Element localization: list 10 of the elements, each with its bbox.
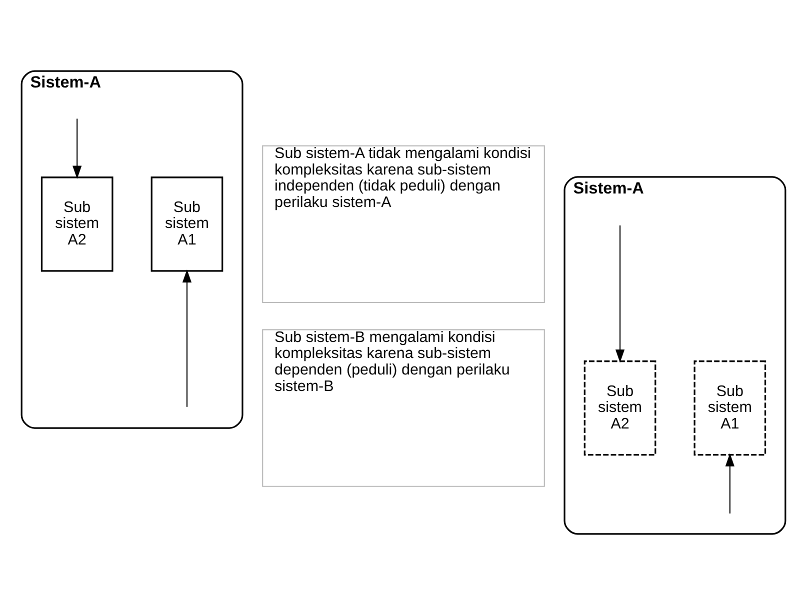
node-box: Sub sistem-A tidak mengalami kondisi kompleksitas karena sub-sistem independen (tidak peduli) dengan perilaku sistem-A xyxy=(262,144,545,303)
node-box: Sub sistem A2 xyxy=(40,176,114,272)
node-box: Sub sistem A1 xyxy=(694,360,766,456)
node-box: Sub sistem-B mengalami kondisi kompleksitas karena sub-sistem dependen (peduli) dengan perilaku sistem-B xyxy=(262,328,545,486)
arrow xyxy=(615,224,625,362)
arrow xyxy=(72,118,82,178)
arrow xyxy=(182,268,192,406)
arrow xyxy=(725,452,734,513)
node-box: Sub sistem A1 xyxy=(150,176,224,272)
node-box: Sub sistem A2 xyxy=(584,360,656,456)
